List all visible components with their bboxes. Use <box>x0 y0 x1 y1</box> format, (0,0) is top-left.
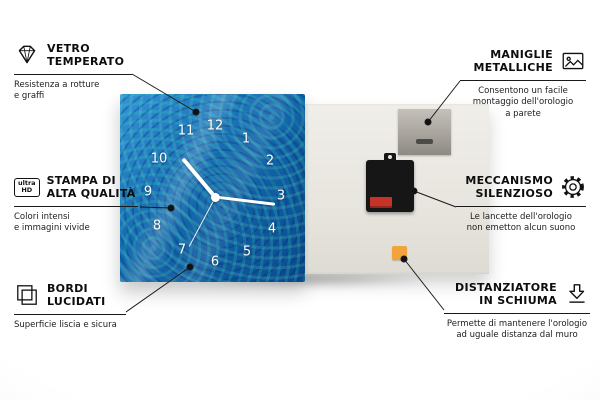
foam-spacer-pad <box>392 246 407 260</box>
callout-distanziatore-schiuma: DISTANZIATORE IN SCHIUMA Permette di man… <box>444 281 590 342</box>
clock-front-panel: 12 1 2 3 4 5 6 7 8 9 10 11 <box>120 94 305 282</box>
clock-number-5: 5 <box>242 244 252 260</box>
ultra-hd-icon: ultra HD <box>14 177 40 197</box>
clock-number-3: 3 <box>276 188 286 204</box>
callout-stampa-title: STAMPA DI ALTA QUALITÀ <box>46 174 136 201</box>
callout-distanziatore-desc: Permette di mantenere l'orologio ad ugua… <box>446 318 588 341</box>
callout-bordi-title: BORDI LUCIDATI <box>47 282 106 309</box>
clock-number-1: 1 <box>241 131 251 147</box>
clock-hour-hand <box>181 157 217 199</box>
clock-number-2: 2 <box>265 153 275 169</box>
polished-layers-icon <box>14 282 40 308</box>
clock-number-10: 10 <box>150 151 168 167</box>
clock-minute-hand <box>215 195 276 206</box>
callout-bordi-header: BORDI LUCIDATI <box>14 282 126 315</box>
callout-maniglie-desc: Consentono un facile montaggio dell'orol… <box>472 85 574 119</box>
callout-meccanismo-header: MECCANISMO SILENZIOSO <box>456 174 586 207</box>
callout-stampa-header: ultra HD STAMPA DI ALTA QUALITÀ <box>14 174 138 207</box>
clock-back-panel <box>305 104 489 274</box>
clock-number-9: 9 <box>143 184 153 200</box>
callout-stampa-alta-qualita: ultra HD STAMPA DI ALTA QUALITÀ Colori i… <box>14 174 138 235</box>
callout-maniglie-header: MANIGLIE METALLICHE <box>460 48 586 81</box>
callout-vetro-desc: Resistenza a rotture e graffi <box>14 79 100 102</box>
callout-maniglie-title: MANIGLIE METALLICHE <box>473 48 553 75</box>
metal-hanger-plate <box>398 109 451 155</box>
spacer-arrow-icon <box>564 281 590 307</box>
callout-vetro-temperato: VETRO TEMPERATO Resistenza a rotture e g… <box>14 42 132 103</box>
callout-meccanismo-title: MECCANISMO SILENZIOSO <box>465 174 553 201</box>
clock-number-6: 6 <box>210 254 220 270</box>
callout-vetro-header: VETRO TEMPERATO <box>14 42 132 75</box>
callout-bordi-lucidati: BORDI LUCIDATI Superficie liscia e sicur… <box>14 282 126 331</box>
clock-number-4: 4 <box>267 221 277 237</box>
clock-number-7: 7 <box>177 242 187 258</box>
hanger-slot <box>416 139 433 144</box>
diamond-icon <box>14 42 40 68</box>
clock-number-8: 8 <box>152 218 162 234</box>
callout-bordi-desc: Superficie liscia e sicura <box>14 319 117 330</box>
callout-meccanismo-silenzioso: MECCANISMO SILENZIOSO Le lancette dell'o… <box>456 174 586 235</box>
clock-second-hand <box>188 196 216 247</box>
callout-vetro-title: VETRO TEMPERATO <box>47 42 125 69</box>
mechanism-hanger-hole <box>388 155 392 159</box>
clock-center-cap <box>211 193 220 202</box>
callout-maniglie-metalliche: MANIGLIE METALLICHE Consentono un facile… <box>460 48 586 120</box>
callout-stampa-desc: Colori intensi e immagini vivide <box>14 211 90 234</box>
callout-distanziatore-header: DISTANZIATORE IN SCHIUMA <box>444 281 590 314</box>
battery <box>370 197 392 208</box>
callout-distanziatore-title: DISTANZIATORE IN SCHIUMA <box>455 281 557 308</box>
clock-number-11: 11 <box>177 123 195 139</box>
clock-mechanism <box>366 153 414 212</box>
picture-frame-icon <box>560 48 586 74</box>
clock-number-12: 12 <box>206 118 224 134</box>
mechanism-hanger-tab <box>384 153 396 161</box>
callout-meccanismo-desc: Le lancette dell'orologio non emetton al… <box>466 211 576 234</box>
gear-icon <box>560 174 586 200</box>
